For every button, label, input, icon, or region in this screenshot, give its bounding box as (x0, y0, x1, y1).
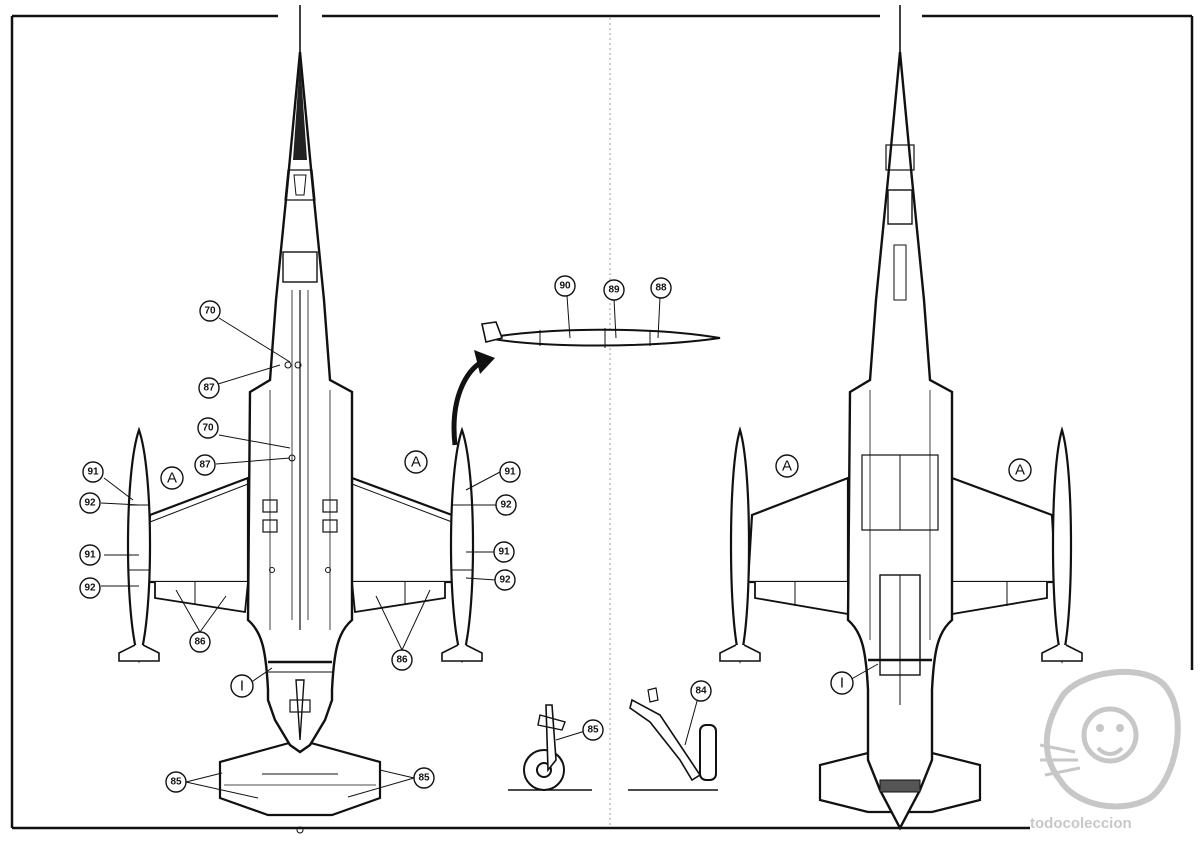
callout-87-lower: 87 (194, 454, 216, 476)
svg-text:92: 92 (84, 498, 96, 509)
watermark: todocoleccion (1030, 668, 1181, 832)
svg-text:91: 91 (504, 467, 516, 478)
svg-text:88: 88 (655, 283, 667, 294)
callout-92-right-upper: 92 (495, 494, 517, 516)
svg-text:A: A (1015, 462, 1025, 479)
callout-85-left: 85 (165, 771, 187, 793)
svg-text:91: 91 (498, 547, 510, 558)
left-wing (144, 476, 250, 584)
callout-88: 88 (650, 277, 672, 299)
top-view (117, 5, 484, 834)
svg-text:91: 91 (84, 550, 96, 561)
callout-70-upper: 70 (199, 300, 221, 322)
callout-86-left: 86 (189, 631, 211, 653)
watermark-text: todocoleccion (1030, 815, 1132, 832)
svg-text:A: A (782, 458, 792, 475)
callout-85-right: 85 (413, 767, 435, 789)
bottom-view (718, 5, 1084, 831)
svg-text:86: 86 (396, 655, 408, 666)
svg-text:92: 92 (84, 583, 96, 594)
callout-A-bottom-left: A (775, 454, 799, 478)
callout-91-right-lower: 91 (493, 541, 515, 563)
page-frame (10, 14, 1194, 830)
svg-text:A: A (411, 454, 421, 471)
landing-gear-details (508, 687, 718, 791)
callout-90: 90 (554, 275, 576, 297)
svg-text:89: 89 (608, 285, 620, 296)
callout-87-upper: 87 (198, 377, 220, 399)
svg-text:84: 84 (695, 686, 707, 697)
callout-91-left-upper: 91 (82, 461, 104, 483)
right-wing (350, 476, 458, 584)
callout-92-right-lower: 92 (494, 569, 516, 591)
svg-text:86: 86 (194, 637, 206, 648)
svg-text:A: A (167, 470, 177, 487)
callout-91-right-upper: 91 (499, 461, 521, 483)
callout-A-left: A (160, 466, 184, 490)
svg-text:I: I (840, 675, 844, 692)
callout-84: 84 (690, 680, 712, 702)
svg-text:87: 87 (203, 383, 215, 394)
svg-text:91: 91 (87, 467, 99, 478)
callout-I-bottom: I (830, 671, 854, 695)
svg-text:85: 85 (418, 773, 430, 784)
callout-91-left-lower: 91 (79, 544, 101, 566)
svg-text:92: 92 (500, 500, 512, 511)
callout-A-right: A (404, 450, 428, 474)
svg-text:I: I (240, 678, 244, 695)
callout-I-left: I (230, 674, 254, 698)
svg-text:87: 87 (199, 460, 211, 471)
drop-tank-detail (451, 321, 721, 446)
lion-head-icon (1039, 668, 1181, 810)
callout-70-lower: 70 (197, 417, 219, 439)
callout-85-gear: 85 (582, 719, 604, 741)
callout-89: 89 (603, 279, 625, 301)
radome (293, 58, 307, 160)
leader-lines (100, 295, 879, 799)
callout-86-right: 86 (391, 649, 413, 671)
svg-text:70: 70 (202, 423, 214, 434)
callout-92-left-upper: 92 (79, 492, 101, 514)
svg-text:92: 92 (499, 575, 511, 586)
svg-text:90: 90 (559, 281, 571, 292)
svg-text:85: 85 (170, 777, 182, 788)
callout-92-left-lower: 92 (79, 577, 101, 599)
callout-A-bottom-right: A (1008, 458, 1032, 482)
svg-text:85: 85 (587, 725, 599, 736)
svg-text:70: 70 (204, 306, 216, 317)
callout-labels: 70 87 70 87 91 92 91 92 A A 91 92 91 92 … (79, 275, 1032, 793)
horizontal-stabilizer (218, 738, 382, 817)
